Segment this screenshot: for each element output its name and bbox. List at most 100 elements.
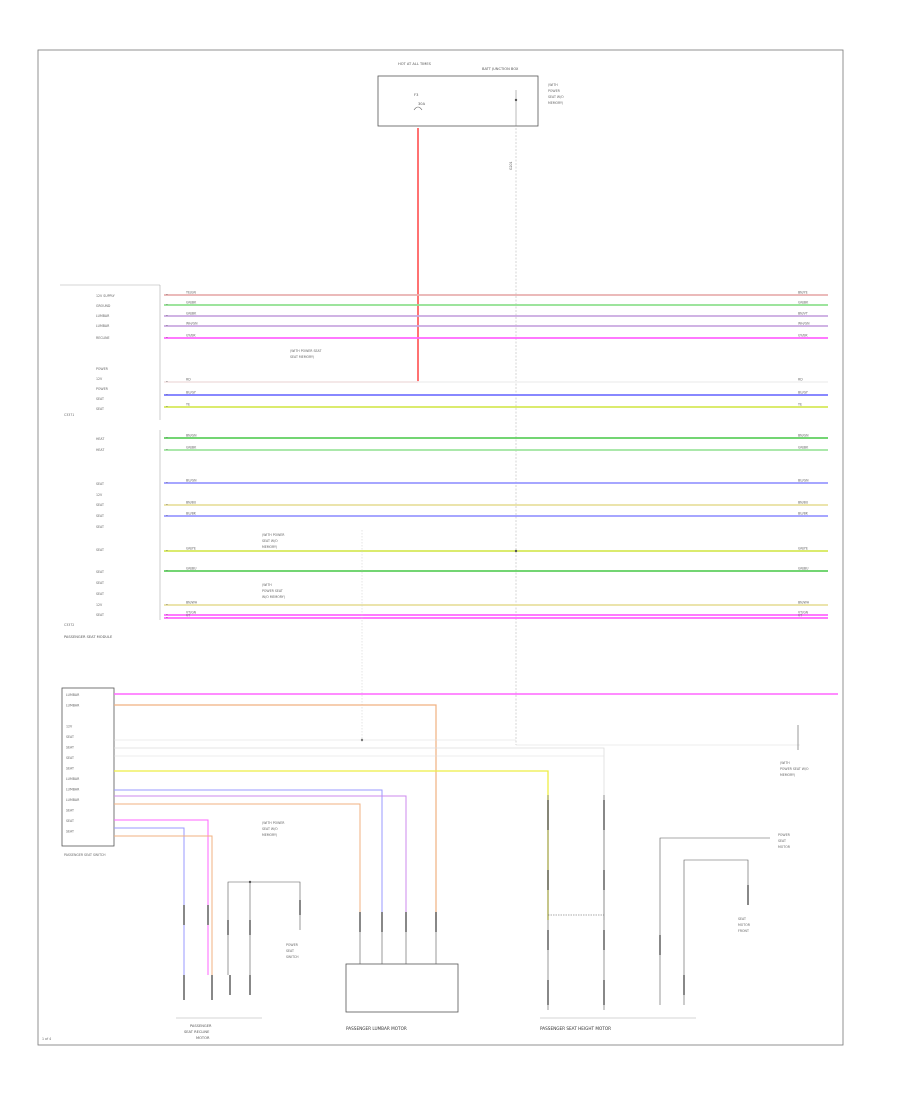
harness-wire-color-left-12: BU/BK — [186, 512, 197, 516]
side-note-8c: FRONT — [738, 929, 749, 933]
side-note-3b: POWER SEAT — [262, 589, 283, 593]
harness-pin-dot-7: • — [166, 405, 168, 409]
relay-note-4: MEMORY) — [548, 101, 563, 105]
height-motor-caption: PASSENGER SEAT HEIGHT MOTOR — [540, 1026, 611, 1031]
hm-wire-4 — [683, 859, 749, 1005]
wire-blue-short — [114, 827, 185, 975]
lumbar-motor-caption: PASSENGER LUMBAR MOTOR — [346, 1026, 407, 1031]
side-note-6b: SEAT — [286, 949, 294, 953]
bottom-connector-pins — [183, 900, 437, 1000]
harness-wire-color-right-9: GN/BK — [798, 446, 809, 450]
module-pin-label-g2-4: SEAT — [96, 482, 104, 486]
recline-caption-2: SEAT RECLINE — [184, 1030, 210, 1034]
switch-pin-3: 12V — [66, 725, 73, 729]
wire-gray-2 — [114, 747, 605, 920]
harness-wire-color-left-5: RD — [186, 378, 191, 382]
wire-orange — [114, 704, 437, 920]
harness-wire-color-left-10: BU/GN — [186, 479, 197, 483]
module-pin-label-g1-6: POWER — [96, 367, 109, 371]
side-note-5b: POWER SEAT W/O — [780, 767, 809, 771]
harness-wire-color-right-11: BN/BU — [798, 501, 809, 505]
side-note-2a: (WITH POWER — [262, 533, 285, 537]
side-note-7a: POWER — [778, 833, 791, 837]
switch-pin-4: SEAT — [66, 735, 74, 739]
switch-pin-11: SEAT — [66, 809, 74, 813]
harness-wire-color-right-3: WH/GN — [798, 322, 810, 326]
harness-wire-color-right-12: BU/BK — [798, 512, 809, 516]
splice-dot-2 — [514, 549, 518, 553]
module-pin-label-g2-8: SEAT — [96, 525, 104, 529]
side-note-6a: POWER — [286, 943, 299, 947]
junction-title-1: HOT AT ALL TIMES — [398, 62, 432, 66]
harness-wire-color-right-7: YE — [798, 403, 802, 407]
fuse-symbol — [413, 106, 423, 111]
switch-box — [61, 687, 115, 847]
harness-wire-color-left-16: VT/GN — [186, 611, 197, 615]
module-pin-label-g1-10: SEAT — [96, 407, 104, 411]
module-pin-label-g2-1: HEAT — [96, 448, 104, 452]
harness-wire-color-right-17: VT — [798, 614, 802, 618]
side-note-3a: (WITH — [262, 583, 272, 587]
module-pin-label-g2-15: 12V — [96, 603, 103, 607]
recline-caption-1: PASSENGER — [190, 1024, 212, 1028]
harness-wire-color-left-7: YE — [186, 403, 190, 407]
harness-pin-dot-4: • — [166, 336, 168, 340]
side-note-4b: SEAT W/O — [262, 827, 278, 831]
harness-pin-dot-11: • — [166, 503, 168, 507]
side-note-4a: (WITH POWER — [262, 821, 285, 825]
harness-wire-color-left-4: GY/BK — [186, 334, 197, 338]
relay-dot — [514, 98, 518, 102]
connector-group-1: C3371 — [64, 413, 74, 417]
recline-wire — [227, 881, 301, 975]
harness-wire-color-left-9: GN/BK — [186, 446, 197, 450]
harness-wire-color-right-15: BN/WH — [798, 601, 810, 605]
harness-wire-color-right-4: GY/BK — [798, 334, 809, 338]
side-note-7b: SEAT — [778, 839, 786, 843]
harness-wire-color-left-2: GN/BK — [186, 312, 197, 316]
switch-pin-6: SEAT — [66, 756, 74, 760]
lumbar-motor-box — [345, 963, 459, 1013]
relay-note-3: SEAT W/O — [548, 95, 564, 99]
harness-wire-color-right-5: RD — [798, 378, 803, 382]
switch-pin-0: LUMBAR — [66, 693, 80, 697]
recline-caption-3: MOTOR — [196, 1036, 210, 1040]
switch-pin-9: LUMBAR — [66, 788, 80, 792]
relay-note-2: POWER — [548, 89, 561, 93]
side-note-6c: SWITCH — [286, 955, 299, 959]
harness-wire-color-right-1: GN/BK — [798, 301, 809, 305]
switch-title: PASSENGER SEAT SWITCH — [64, 853, 106, 857]
switch-pin-13: SEAT — [66, 830, 74, 834]
module-pin-label-g1-3: LUMBAR — [96, 324, 110, 328]
side-note-2b: SEAT W/O — [262, 539, 278, 543]
wire-magenta-short — [114, 819, 209, 975]
harness-pin-dot-13: • — [166, 549, 168, 553]
harness-wire-color-left-15: BN/WH — [186, 601, 198, 605]
side-note-8a: SEAT — [738, 917, 746, 921]
harness-wire-color-right-16: VT/GN — [798, 611, 809, 615]
module-pin-label-g1-2: LUMBAR — [96, 314, 110, 318]
harness-pin-dot-8: • — [166, 436, 168, 440]
connector-group-2: C3372 — [64, 623, 74, 627]
wire-violet — [114, 795, 407, 920]
side-note-1a: (WITH POWER SEAT — [290, 349, 321, 353]
harness-pin-dot-1: • — [166, 303, 168, 307]
switch-pin-labels: LUMBAR LUMBAR 12V SEAT SEAT SEAT SEAT LUMBAR LUM… — [66, 693, 80, 834]
diagram-frame — [37, 49, 844, 1046]
harness-wire-color-right-10: BU/GN — [798, 479, 809, 483]
harness-pin-dot-3: • — [166, 324, 168, 328]
module-pin-label-g2-10: SEAT — [96, 548, 104, 552]
switch-pin-8: LUMBAR — [66, 777, 80, 781]
harness-pin-dot-0: • — [166, 293, 168, 297]
harness-wire-color-left-14: GN/BU — [186, 567, 197, 571]
wire-orange-short — [114, 835, 213, 975]
relay-note-1: (WITH — [548, 83, 558, 87]
switch-pin-5: SEAT — [66, 746, 74, 750]
switch-pin-12: SEAT — [66, 819, 74, 823]
switch-pin-10: LUMBAR — [66, 798, 80, 802]
harness-wire-color-right-6: BU/GY — [798, 391, 808, 395]
harness-wire-color-left-8: BN/GN — [186, 434, 197, 438]
harness-wire-color-right-2: BN/VT — [798, 312, 808, 316]
module-pin-label-g2-13: SEAT — [96, 581, 104, 585]
harness-pin-dot-5: • — [166, 380, 168, 384]
junction-title-2: BATT JUNCTION BOX — [482, 67, 519, 71]
